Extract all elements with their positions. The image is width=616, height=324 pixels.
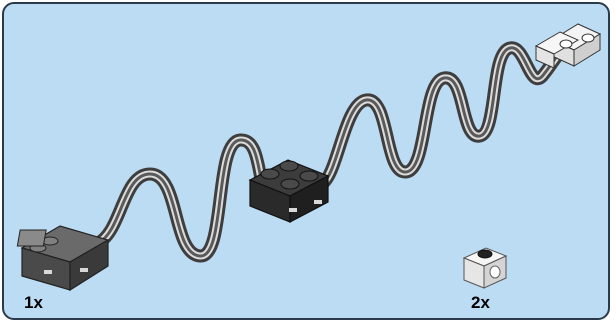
quantity-label-brick: 2x: [471, 294, 490, 311]
parts-illustration: [4, 4, 610, 320]
technic-brick-icon: [464, 248, 506, 288]
instruction-panel: 1x 2x: [2, 2, 610, 320]
quantity-label-cable: 1x: [24, 294, 43, 311]
battery-brick: [17, 226, 108, 290]
led-lights: [536, 24, 600, 68]
light-cable: [96, 48, 564, 256]
